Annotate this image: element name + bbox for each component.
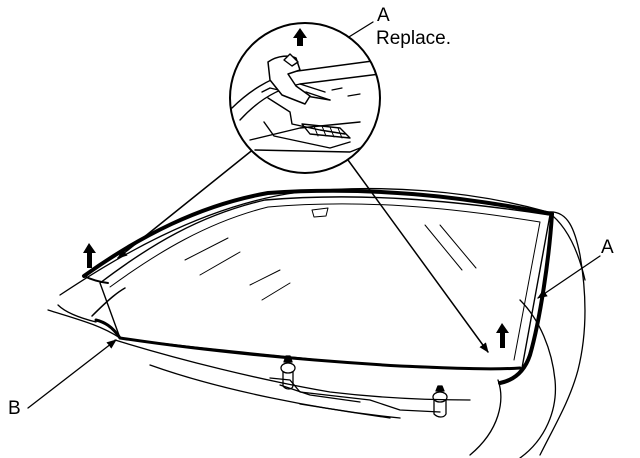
upper-molding <box>82 188 554 385</box>
car-body-outline <box>47 188 586 458</box>
label-a-top: A <box>377 5 390 26</box>
windshield-glass <box>99 196 551 370</box>
up-arrow-icon <box>83 243 96 268</box>
label-b: B <box>8 398 21 419</box>
lower-molding <box>91 287 522 371</box>
wiper-pivot-right <box>432 385 448 418</box>
leader-arrow-icon <box>117 147 489 353</box>
replace-note: Replace. <box>376 28 451 49</box>
up-arrow-icon <box>293 28 307 46</box>
detail-inset <box>229 22 381 174</box>
label-a-right: A <box>601 237 614 258</box>
up-arrow-icon <box>496 323 509 348</box>
